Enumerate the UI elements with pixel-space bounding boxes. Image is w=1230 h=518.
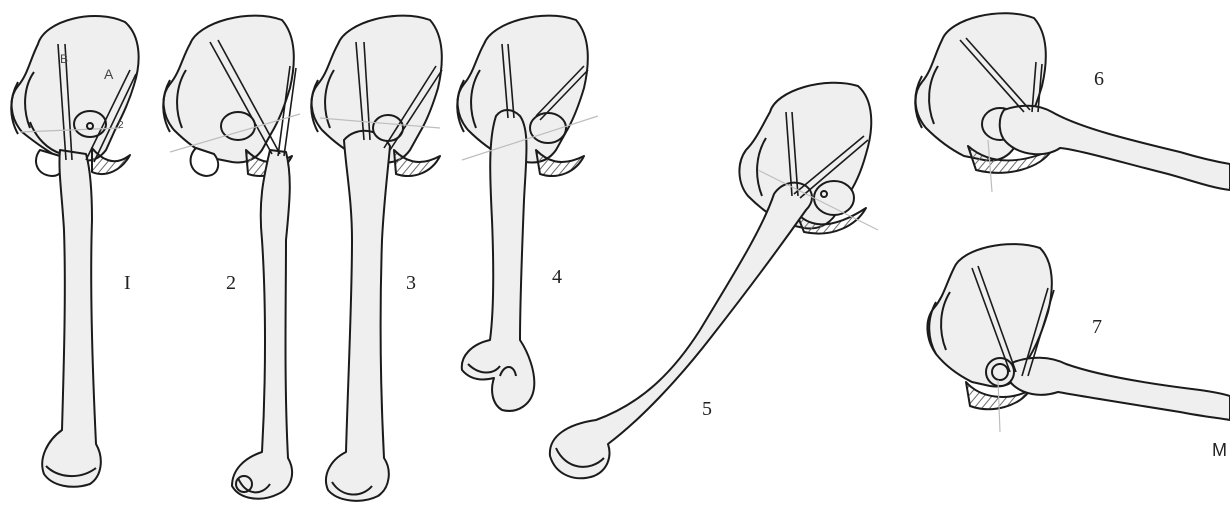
panel-label-4: 4 <box>552 266 562 289</box>
panel-5 <box>550 83 878 479</box>
panel-label-1: I <box>124 272 131 295</box>
panel-2 <box>163 16 300 499</box>
femur-6 <box>1000 106 1230 190</box>
panel-label-6: 6 <box>1094 68 1104 91</box>
panel-4 <box>457 16 598 411</box>
panel1-letter-a: A <box>104 66 113 82</box>
panel-label-5: 5 <box>702 398 712 421</box>
corner-mark: M <box>1212 440 1227 461</box>
femur-4 <box>462 110 535 411</box>
panel-label-3: 3 <box>406 272 416 295</box>
pelvis-2 <box>164 16 294 163</box>
panel1-letter-b: B <box>60 52 68 66</box>
femur-3 <box>326 131 390 501</box>
panel-3 <box>311 16 442 501</box>
panel-label-2: 2 <box>226 272 236 295</box>
femur-2 <box>232 150 292 499</box>
femur-5 <box>550 183 812 478</box>
pelvis-1 <box>12 16 139 160</box>
panel-label-7: 7 <box>1092 316 1102 339</box>
panel-1 <box>11 16 138 487</box>
femur-7 <box>1008 358 1230 420</box>
femur-1 <box>42 150 101 487</box>
panel-7 <box>927 244 1230 432</box>
panel-6 <box>915 13 1230 192</box>
panel1-tick-2: 2 <box>118 120 124 131</box>
